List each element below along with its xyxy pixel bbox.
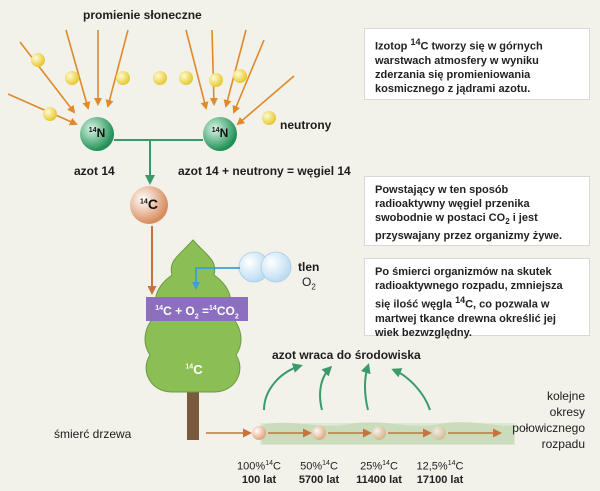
nitrogen14-label: azot 14 (74, 164, 115, 178)
tree-death-label: śmierć drzewa (54, 427, 132, 441)
photosynthesis-equation: 14C + O2 =14CO2 (146, 297, 248, 321)
oxygen-formula: O2 (302, 275, 316, 292)
nitrogen-right-symbol: 14N (211, 126, 229, 140)
half-lives-label: kolejne okresy połowicznego rozpadu (512, 389, 585, 451)
nitrogen-atom-right (203, 117, 237, 151)
tree-illustration (144, 239, 242, 440)
nitrogen-atom-left (80, 117, 114, 151)
info-box-absorption: Powstający w ten sposób radioaktywny węg… (364, 176, 590, 246)
oxygen-molecule (192, 251, 292, 290)
nitrogen-return-arrows (263, 363, 431, 411)
carbon-symbol: 14C (140, 196, 158, 212)
oxygen-label: tlen (298, 260, 320, 274)
sun-rays (7, 29, 295, 126)
info-box-decay: Po śmierci organizmów na skutek radioakt… (364, 258, 590, 339)
nitrogen-left-symbol: 14N (88, 126, 106, 140)
neutrons-label: neutrony (280, 118, 332, 132)
carbon-atom (130, 186, 168, 224)
reaction-label: azot 14 + neutrony = węgiel 14 (178, 164, 351, 178)
timeline-carbon-balls (252, 426, 446, 440)
nitrogen-returns-label: azot wraca do środowiska (272, 348, 421, 362)
sun-rays-label: promienie słoneczne (83, 8, 202, 22)
neutron-particles (31, 53, 276, 125)
info-box-formation: Izotop 14C tworzy się w górnych warstwac… (364, 28, 590, 100)
tree-carbon-symbol: 14C (185, 362, 203, 377)
reaction-merge-lines (114, 139, 203, 185)
